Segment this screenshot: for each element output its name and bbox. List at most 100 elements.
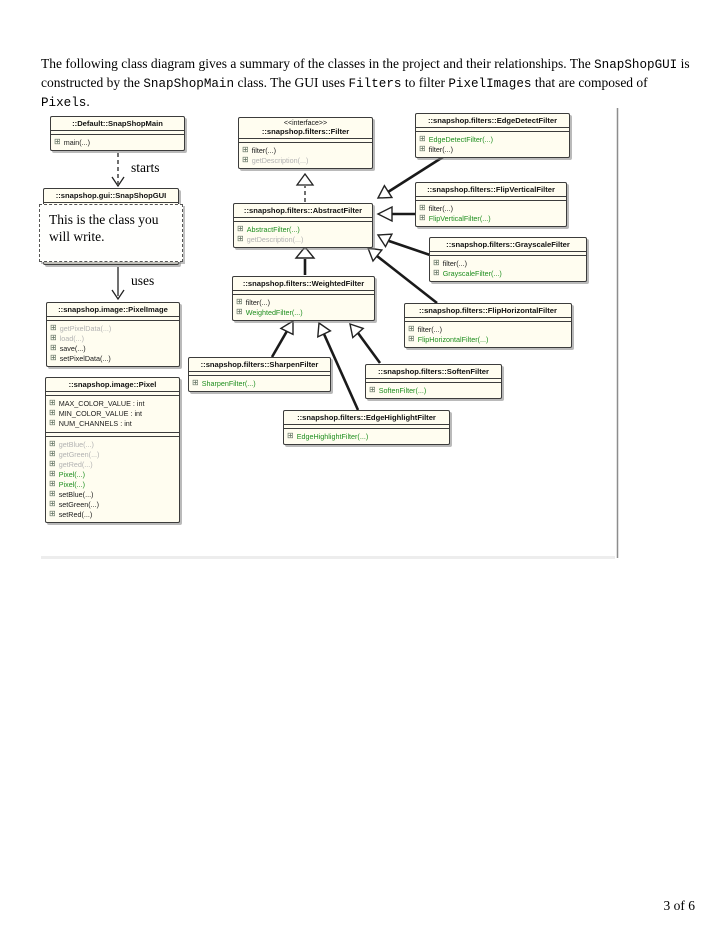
member-plus-icon: ⊞ — [50, 323, 57, 332]
class-box-softenfilter: ::snapshop.filters::SoftenFilter ⊞Soften… — [365, 364, 502, 399]
class-title: ::snapshop.gui::SnapShopGUI — [55, 191, 167, 200]
member-plus-icon: ⊞ — [49, 499, 56, 508]
member-plus-icon: ⊞ — [50, 353, 57, 362]
member-row: ⊞SharpenFilter(...) — [189, 378, 330, 388]
member-label: Pixel(...) — [58, 479, 86, 489]
member-label: getDescription(...) — [246, 234, 304, 244]
member-row: ⊞EdgeDetectFilter(...) — [416, 134, 569, 144]
starts-arrowhead-icon — [111, 176, 125, 188]
class-title: ::snapshop.filters::EdgeDetectFilter — [427, 116, 558, 125]
member-row: ⊞main(...) — [51, 137, 184, 147]
member-row: ⊞getDescription(...) — [239, 155, 372, 165]
class-title: ::Default::SnapShopMain — [72, 119, 163, 128]
weighted-triangle-icon — [294, 245, 316, 259]
member-row: ⊞filter(...) — [430, 258, 586, 268]
member-plus-icon: ⊞ — [236, 297, 243, 306]
member-row: ⊞load(...) — [47, 333, 179, 343]
class-box-edgedetectfilter: ::snapshop.filters::EdgeDetectFilter ⊞Ed… — [415, 113, 570, 158]
class-box-abstractfilter: ::snapshop.filters::AbstractFilter ⊞Abst… — [233, 203, 373, 248]
member-label: EdgeHighlightFilter(...) — [296, 431, 369, 441]
member-label: FlipHorizontalFilter(...) — [417, 334, 489, 344]
realization-triangle-icon — [295, 172, 315, 186]
member-row: ⊞getPixelData(...) — [47, 323, 179, 333]
class-box-grayscalefilter: ::snapshop.filters::GrayscaleFilter ⊞fil… — [429, 237, 587, 282]
member-row: ⊞SoftenFilter(...) — [366, 385, 501, 395]
class-title: ::snapshop.filters::GrayscaleFilter — [446, 240, 570, 249]
page-number: 3 of 6 — [663, 898, 696, 913]
grayscale-generalization-edge — [388, 239, 431, 257]
code-term: Filters — [348, 76, 402, 91]
member-row: ⊞AbstractFilter(...) — [234, 224, 372, 234]
member-row: ⊞save(...) — [47, 343, 179, 353]
flipvertical-triangle-icon — [376, 205, 393, 223]
member-row: ⊞getBlue(...) — [46, 439, 179, 449]
note-text: This is the class you will write. — [49, 212, 159, 244]
member-row: ⊞FlipHorizontalFilter(...) — [405, 334, 571, 344]
class-title: ::snapshop.filters::SoftenFilter — [378, 367, 489, 376]
member-row: ⊞WeightedFilter(...) — [233, 307, 374, 317]
class-title: ::snapshop.filters::WeightedFilter — [242, 279, 365, 288]
member-label: setRed(...) — [58, 509, 93, 519]
member-row: ⊞filter(...) — [405, 324, 571, 334]
starts-label: starts — [131, 160, 160, 175]
class-title: ::snapshop.filters::FlipVerticalFilter — [427, 185, 555, 194]
class-box-fliphorizontalfilter: ::snapshop.filters::FlipHorizontalFilter… — [404, 303, 572, 348]
member-plus-icon: ⊞ — [49, 489, 56, 498]
class-box-snapshopmain: ::Default::SnapShopMain ⊞main(...) — [50, 116, 185, 151]
paragraph-text: is constructed by the — [41, 55, 690, 90]
member-row: ⊞filter(...) — [416, 203, 566, 213]
member-plus-icon: ⊞ — [49, 439, 56, 448]
member-plus-icon: ⊞ — [237, 234, 244, 243]
class-title: ::snapshop.filters::SharpenFilter — [200, 360, 319, 369]
member-plus-icon: ⊞ — [408, 334, 415, 343]
member-label: main(...) — [63, 137, 91, 147]
member-label: getRed(...) — [58, 459, 93, 469]
member-plus-icon: ⊞ — [49, 509, 56, 518]
uses-arrowhead-icon — [111, 289, 125, 301]
fliphorizontal-generalization-edge — [376, 254, 438, 305]
intro-paragraph: The following class diagram gives a summ… — [41, 55, 699, 113]
member-plus-icon: ⊞ — [49, 449, 56, 458]
member-plus-icon: ⊞ — [242, 145, 249, 154]
member-row: ⊞FlipVerticalFilter(...) — [416, 213, 566, 223]
soften-generalization-edge — [356, 332, 382, 364]
member-label: MAX_COLOR_VALUE : int — [58, 398, 145, 408]
member-row: ⊞Pixel(...) — [46, 479, 179, 489]
paragraph-text: class. The GUI uses — [234, 74, 349, 90]
member-label: SharpenFilter(...) — [201, 378, 256, 388]
class-box-sharpenfilter: ::snapshop.filters::SharpenFilter ⊞Sharp… — [188, 357, 331, 392]
member-row: ⊞filter(...) — [239, 145, 372, 155]
uses-label: uses — [131, 273, 155, 288]
paragraph-text: . — [86, 94, 90, 110]
member-plus-icon: ⊞ — [236, 307, 243, 316]
note-box: This is the class you will write. — [39, 204, 183, 262]
member-label: WeightedFilter(...) — [245, 307, 303, 317]
member-plus-icon: ⊞ — [419, 203, 426, 212]
class-box-filter: <<interface>> ::snapshop.filters::Filter… — [238, 117, 373, 169]
member-label: NUM_CHANNELS : int — [58, 418, 132, 428]
soften-triangle-icon — [349, 322, 365, 339]
member-label: setGreen(...) — [58, 499, 100, 509]
member-label: setPixelData(...) — [59, 353, 111, 363]
member-row: ⊞setRed(...) — [46, 509, 179, 519]
member-label: filter(...) — [417, 324, 443, 334]
member-label: EdgeDetectFilter(...) — [428, 134, 494, 144]
member-plus-icon: ⊞ — [192, 378, 199, 387]
class-box-flipverticalfilter: ::snapshop.filters::FlipVerticalFilter ⊞… — [415, 182, 567, 227]
member-plus-icon: ⊞ — [408, 324, 415, 333]
member-label: MIN_COLOR_VALUE : int — [58, 408, 143, 418]
member-label: SoftenFilter(...) — [378, 385, 427, 395]
member-row: ⊞filter(...) — [233, 297, 374, 307]
member-row: ⊞getGreen(...) — [46, 449, 179, 459]
code-term: SnapShopMain — [143, 76, 235, 91]
member-plus-icon: ⊞ — [49, 459, 56, 468]
member-row: ⊞NUM_CHANNELS : int — [46, 418, 179, 428]
class-title: ::snapshop.filters::FlipHorizontalFilter — [419, 306, 557, 315]
member-row: ⊞MIN_COLOR_VALUE : int — [46, 408, 179, 418]
member-label: filter(...) — [442, 258, 468, 268]
member-plus-icon: ⊞ — [50, 343, 57, 352]
member-label: filter(...) — [428, 144, 454, 154]
member-plus-icon: ⊞ — [369, 385, 376, 394]
member-row: ⊞EdgeHighlightFilter(...) — [284, 431, 449, 441]
member-label: getBlue(...) — [58, 439, 94, 449]
